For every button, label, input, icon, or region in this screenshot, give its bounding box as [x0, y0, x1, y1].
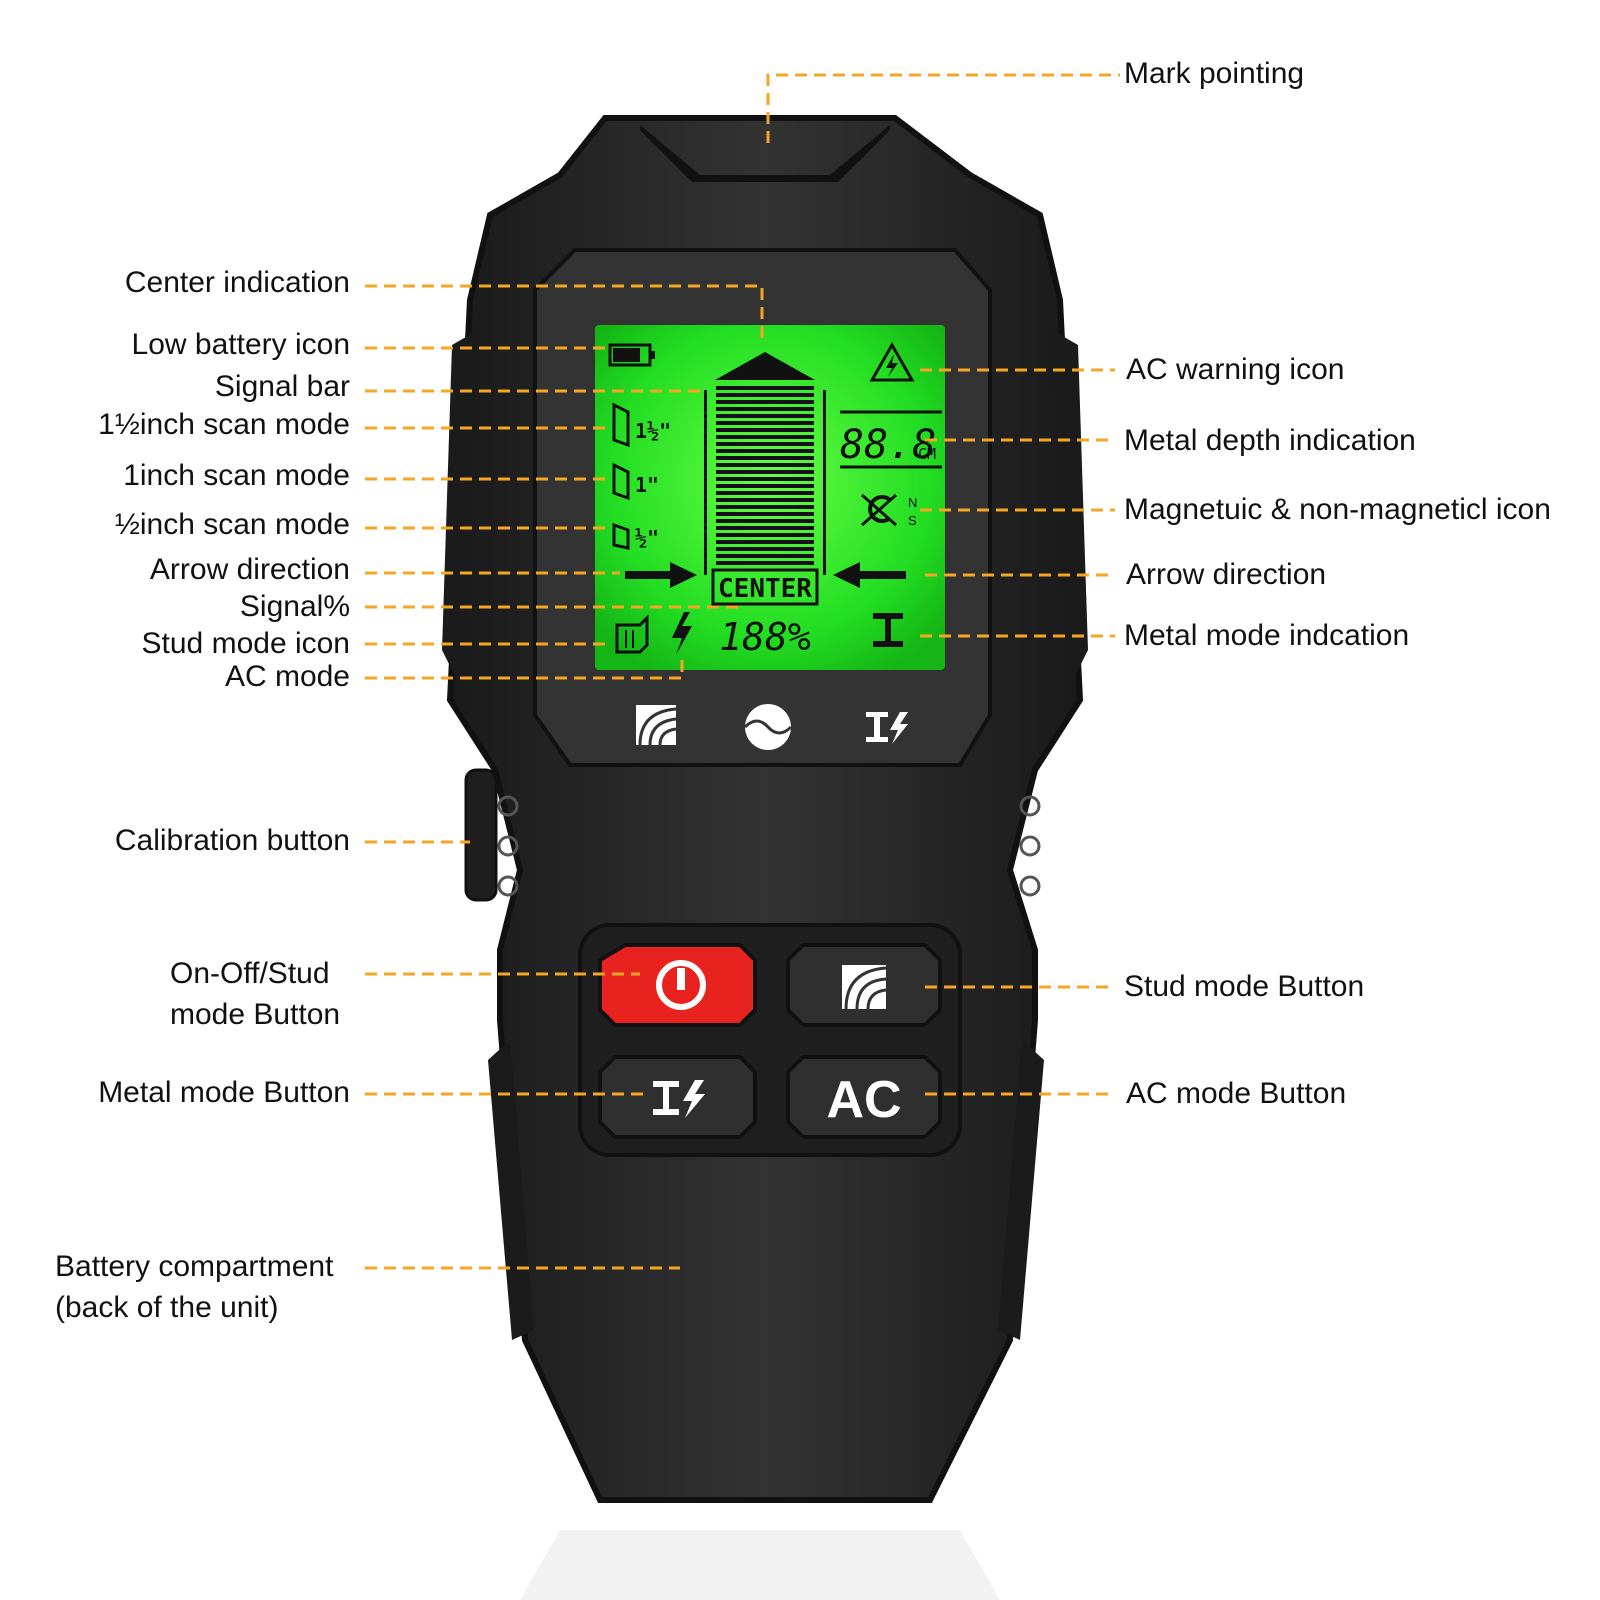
label-battery-compartment: Battery compartment (back of the unit) — [55, 1250, 334, 1324]
label-metal-mode-indication: Metal mode indcation — [1124, 619, 1410, 652]
arrow-left-icon — [833, 562, 906, 588]
label-signal-percent: Signal% — [239, 590, 350, 623]
label-scan-0-5: ½inch scan mode — [114, 508, 350, 541]
signal-segment — [716, 449, 814, 453]
metal-ibeam-lcd-icon — [873, 613, 903, 647]
signal-segment — [716, 512, 814, 516]
stud-mode-button[interactable] — [786, 943, 942, 1027]
signal-segment — [716, 456, 814, 460]
label-ac-warning-icon: AC warning icon — [1126, 353, 1345, 386]
stud-mode-bezel-icon — [636, 705, 677, 746]
center-box — [711, 568, 819, 606]
signal-segment — [716, 547, 814, 551]
calibration-wheel-left — [464, 768, 519, 902]
label-metal-mode-button: Metal mode Button — [98, 1076, 350, 1109]
label-stud-mode-icon: Stud mode icon — [141, 627, 350, 660]
signal-segment — [716, 484, 814, 488]
ac-warning-icon — [869, 341, 915, 382]
signal-bar-icon — [704, 352, 826, 575]
signal-segment — [716, 561, 814, 565]
signal-segment — [716, 470, 814, 474]
label-on-off-stud: On-Off/Stud mode Button — [170, 957, 341, 1031]
metal-mode-button-icon — [683, 1080, 705, 1118]
signal-segment — [716, 498, 814, 502]
signal-segment — [716, 386, 814, 390]
metal-mode-bezel-icon — [866, 712, 908, 744]
label-calibration-button: Calibration button — [114, 824, 350, 857]
depth-unit: CM — [918, 445, 936, 463]
label-mark-pointing: Mark pointing — [1124, 57, 1305, 90]
signal-segment — [716, 435, 814, 439]
svg-text:S: S — [908, 513, 917, 528]
signal-segment — [716, 463, 814, 467]
stud-mode-lcd-icon — [615, 614, 649, 654]
label-low-battery-icon: Low battery icon — [131, 328, 350, 361]
signal-segment — [716, 421, 814, 425]
scan-0-5-icon: ½" — [612, 522, 659, 550]
svg-text:N: N — [908, 495, 917, 510]
signal-segment — [716, 393, 814, 397]
signal-segment — [716, 526, 814, 530]
magnet-icon: N S — [861, 493, 917, 528]
signal-percent-text: 188% — [719, 615, 811, 659]
left-lower-grip — [488, 1040, 534, 1340]
ac-button-label: AC — [826, 1071, 901, 1129]
scan-1-5-icon: 1½" — [612, 402, 671, 448]
signal-segment — [716, 414, 814, 418]
label-scan-1-5: 1½inch scan mode — [98, 408, 350, 441]
scan-1-icon: 1" — [612, 462, 659, 501]
signal-segment — [716, 554, 814, 558]
signal-segment — [716, 491, 814, 495]
center-text: CENTER — [718, 574, 812, 604]
ac-mode-bezel-icon — [743, 704, 793, 750]
label-arrow-direction-left: Arrow direction — [149, 553, 350, 586]
leader-lines — [365, 73, 1120, 1270]
svg-text:½": ½" — [635, 526, 659, 550]
label-scan-1: 1inch scan mode — [123, 459, 350, 492]
label-signal-bar: Signal bar — [214, 370, 350, 403]
signal-segment — [716, 505, 814, 509]
ac-lightning-icon — [672, 612, 692, 655]
label-ac-mode: AC mode — [224, 660, 350, 693]
signal-segment — [716, 477, 814, 481]
signal-segment — [716, 540, 814, 544]
ac-mode-button[interactable]: AC — [786, 1055, 942, 1139]
label-ac-mode-button: AC mode Button — [1126, 1077, 1347, 1110]
signal-segment — [716, 533, 814, 537]
left-grip — [442, 330, 478, 690]
right-lower-grip — [998, 1040, 1044, 1340]
right-grip — [1052, 330, 1088, 690]
svg-text:1": 1" — [635, 473, 659, 497]
signal-segment — [716, 400, 814, 404]
signal-segment — [716, 407, 814, 411]
label-metal-depth-indication: Metal depth indication — [1124, 424, 1416, 457]
svg-text:1½": 1½" — [635, 419, 671, 443]
depth-value: 88.8 — [840, 422, 936, 468]
label-arrow-direction-right: Arrow direction — [1126, 558, 1327, 591]
signal-segment — [716, 442, 814, 446]
signal-segment — [716, 428, 814, 432]
signal-segment — [716, 519, 814, 523]
calibration-wheel-right — [1019, 795, 1041, 897]
label-stud-mode-button: Stud mode Button — [1124, 970, 1365, 1003]
leader-ac-mode — [365, 658, 684, 680]
low-battery-icon — [608, 343, 655, 367]
metal-mode-button[interactable] — [598, 1055, 757, 1139]
label-center-indication: Center indication — [124, 266, 350, 299]
floor-reflection — [520, 1530, 1000, 1600]
power-button[interactable] — [598, 943, 757, 1027]
arrow-right-icon — [625, 562, 697, 588]
label-magnetic-icon: Magnetuic & non-magneticl icon — [1124, 493, 1551, 526]
leader-mark-pointing — [766, 73, 1120, 143]
